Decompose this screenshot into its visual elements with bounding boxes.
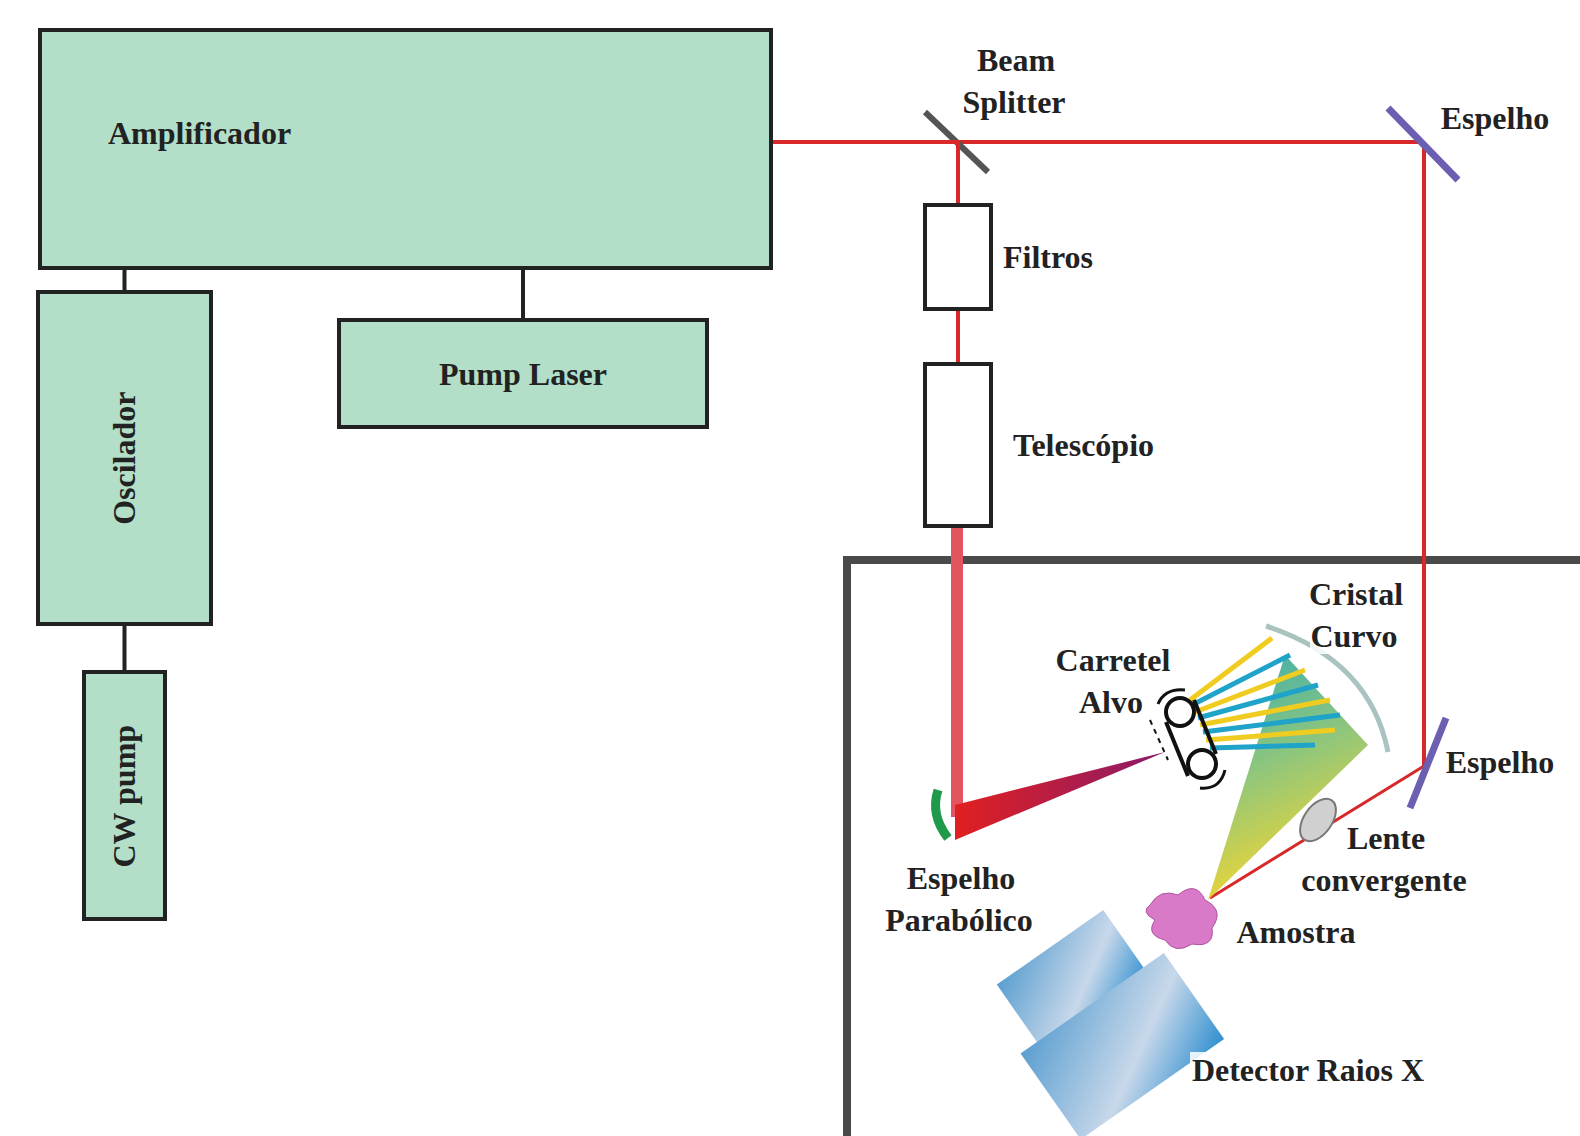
node-label: Amplificador xyxy=(108,114,291,152)
label-text: Detector Raios X xyxy=(1190,1052,1426,1088)
sample-label: Amostra xyxy=(1226,912,1366,954)
connector-line xyxy=(123,270,127,290)
mirror-label: Espelho xyxy=(1430,742,1570,784)
node-label: Pump Laser xyxy=(439,355,607,393)
amplifier-box: Amplificador xyxy=(38,28,773,270)
laser-beam xyxy=(957,140,1424,144)
telescope-box: Telescópio xyxy=(923,362,993,528)
parabolic-mirror xyxy=(936,790,948,838)
connector-line xyxy=(521,270,525,318)
sample xyxy=(1146,889,1217,949)
detector-label: Detector Raios X xyxy=(1163,1050,1453,1092)
target-spool xyxy=(1150,690,1225,788)
focused-beam xyxy=(955,752,1165,840)
laser-beam xyxy=(951,527,963,817)
target-label: Carretel Alvo xyxy=(1042,640,1182,723)
laser-beam xyxy=(956,311,960,362)
node-label: CW pump xyxy=(105,724,143,867)
cw-pump-box: CW pump xyxy=(82,670,167,921)
crystal-label: Cristal Curvo xyxy=(1290,574,1420,657)
pump-laser-box: Pump Laser xyxy=(337,318,709,429)
xray-rays xyxy=(1190,638,1340,748)
label-text: Carretel Alvo xyxy=(1054,642,1171,720)
beam-splitter-label: Beam Splitter xyxy=(940,40,1090,123)
laser-beam xyxy=(1422,142,1426,766)
laser-beam xyxy=(773,142,958,203)
label-text: Cristal Curvo xyxy=(1307,576,1403,654)
mirror-label: Espelho xyxy=(1425,98,1565,140)
connector-line xyxy=(123,626,127,670)
parabolic-mirror-label: Espelho Parabólico xyxy=(870,858,1050,941)
label-text: Beam Splitter xyxy=(962,42,1067,120)
label-text: Lente convergente xyxy=(1301,820,1468,898)
label-text: Espelho Parabólico xyxy=(885,860,1035,938)
label-text: Espelho xyxy=(1439,100,1551,136)
mirror xyxy=(1410,718,1446,808)
node-label: Oscilador xyxy=(105,392,143,525)
node-label: Filtros xyxy=(1003,238,1093,276)
node-label: Telescópio xyxy=(1013,426,1154,464)
lens-label: Lente convergente xyxy=(1280,818,1490,901)
oscillator-box: Oscilador xyxy=(36,290,213,626)
label-text: Amostra xyxy=(1234,914,1357,950)
filter-box: Filtros xyxy=(923,203,993,311)
label-text: Espelho xyxy=(1444,744,1556,780)
